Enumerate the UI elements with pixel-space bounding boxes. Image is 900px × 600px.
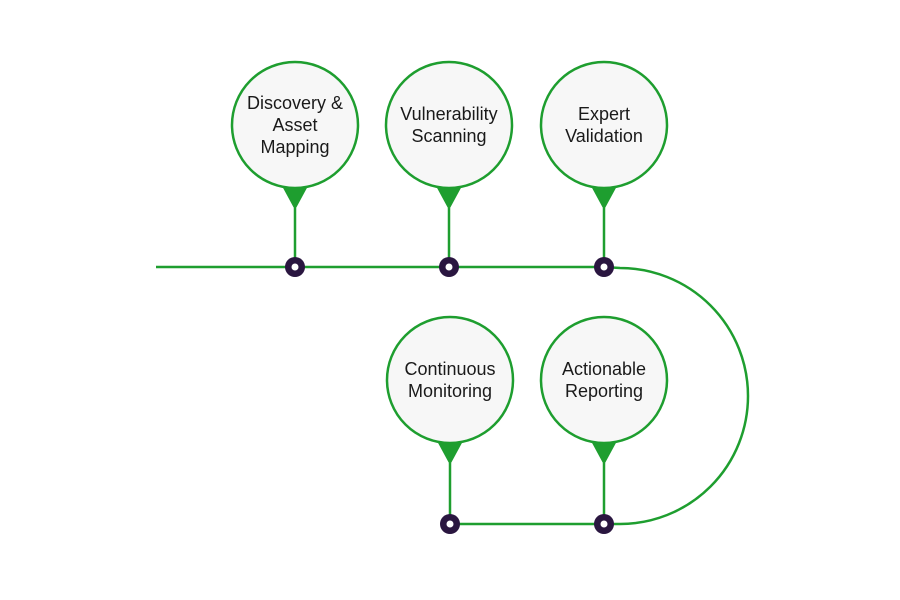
step-reporting-circle	[539, 315, 669, 445]
step-discovery-circle	[230, 60, 360, 190]
step-monitoring-pointer	[437, 441, 463, 465]
step-scanning-circle	[384, 60, 514, 190]
step-reporting-pointer	[591, 441, 617, 465]
step-discovery-label-line: Discovery &	[247, 93, 343, 113]
step-validation-circle	[539, 60, 669, 190]
step-scanning-label-line: Vulnerability	[400, 104, 497, 124]
step-validation-label-line: Expert	[578, 104, 630, 124]
step-validation-label-line: Validation	[565, 126, 643, 146]
step-discovery-track-dot-center	[291, 263, 299, 271]
step-monitoring-circle	[385, 315, 515, 445]
step-reporting-label-line: Reporting	[565, 381, 643, 401]
step-scanning-label-line: Scanning	[411, 126, 486, 146]
step-scanning-track-dot-center	[445, 263, 453, 271]
return-curve-line	[603, 265, 750, 526]
step-monitoring-label-line: Continuous	[404, 359, 495, 379]
step-scanning-pointer	[436, 186, 462, 210]
step-discovery-label-line: Mapping	[260, 137, 329, 157]
step-validation-pointer	[591, 186, 617, 210]
step-discovery-pointer	[282, 186, 308, 210]
step-reporting-track-dot-center	[600, 520, 608, 528]
step-reporting-label-line: Actionable	[562, 359, 646, 379]
step-monitoring-track-dot-center	[446, 520, 454, 528]
step-discovery-label-line: Asset	[272, 115, 317, 135]
step-validation-track-dot-center	[600, 263, 608, 271]
step-monitoring-label-line: Monitoring	[408, 381, 492, 401]
